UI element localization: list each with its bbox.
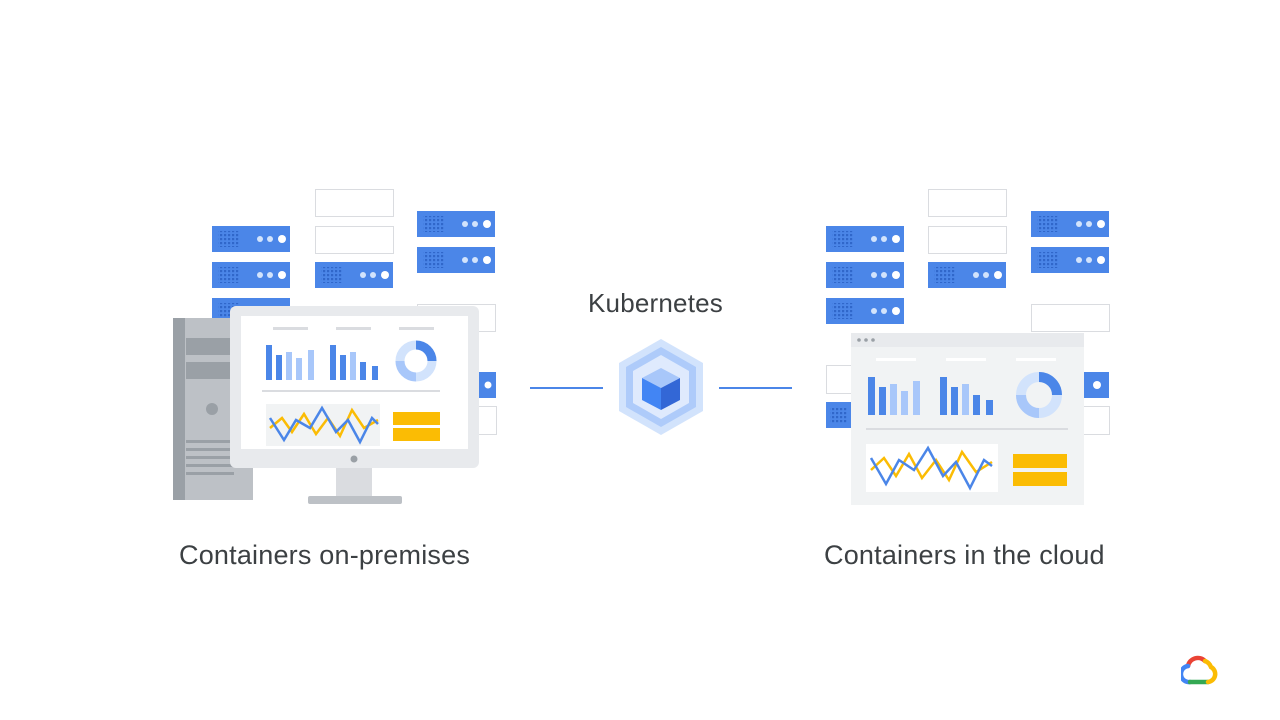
- server-unit: [417, 211, 495, 237]
- server-unit: [212, 262, 290, 288]
- server-slot-empty: [928, 189, 1007, 217]
- on-premises-illustration: [173, 189, 497, 504]
- google-cloud-logo: [1181, 655, 1218, 685]
- line-chart-icon: [268, 405, 379, 445]
- line-chart-icon: [869, 445, 993, 491]
- server-slot-empty: [315, 226, 394, 254]
- server-unit: [212, 226, 290, 252]
- server-unit: [826, 262, 904, 288]
- server-unit: [1031, 211, 1109, 237]
- browser-window: [851, 333, 1084, 505]
- server-slot-empty: [1031, 304, 1110, 332]
- on-premises-label: Containers on-premises: [179, 540, 471, 570]
- bar-chart-icon: [266, 345, 378, 380]
- server-rack-right: [826, 189, 1110, 435]
- kubernetes-hexagon-icon: [619, 339, 703, 435]
- cloud-label: Containers in the cloud: [824, 540, 1105, 570]
- server-slot-empty: [1082, 406, 1110, 435]
- bar-chart-icon: [868, 377, 993, 415]
- server-unit: [928, 262, 1006, 288]
- donut-chart-icon: [1016, 372, 1062, 418]
- kubernetes-label: Kubernetes: [588, 288, 723, 318]
- server-slot-empty: [315, 189, 394, 217]
- desktop-monitor: [230, 306, 479, 504]
- server-slot-empty: [478, 406, 497, 435]
- server-slot-empty: [928, 226, 1007, 254]
- cloud-illustration: [826, 189, 1110, 505]
- server-unit: [417, 247, 495, 273]
- donut-chart-icon: [395, 340, 437, 382]
- server-unit: [315, 262, 393, 288]
- server-unit: [826, 226, 904, 252]
- server-unit: [826, 298, 904, 324]
- server-unit: [1031, 247, 1109, 273]
- server-slot-empty: [826, 365, 853, 394]
